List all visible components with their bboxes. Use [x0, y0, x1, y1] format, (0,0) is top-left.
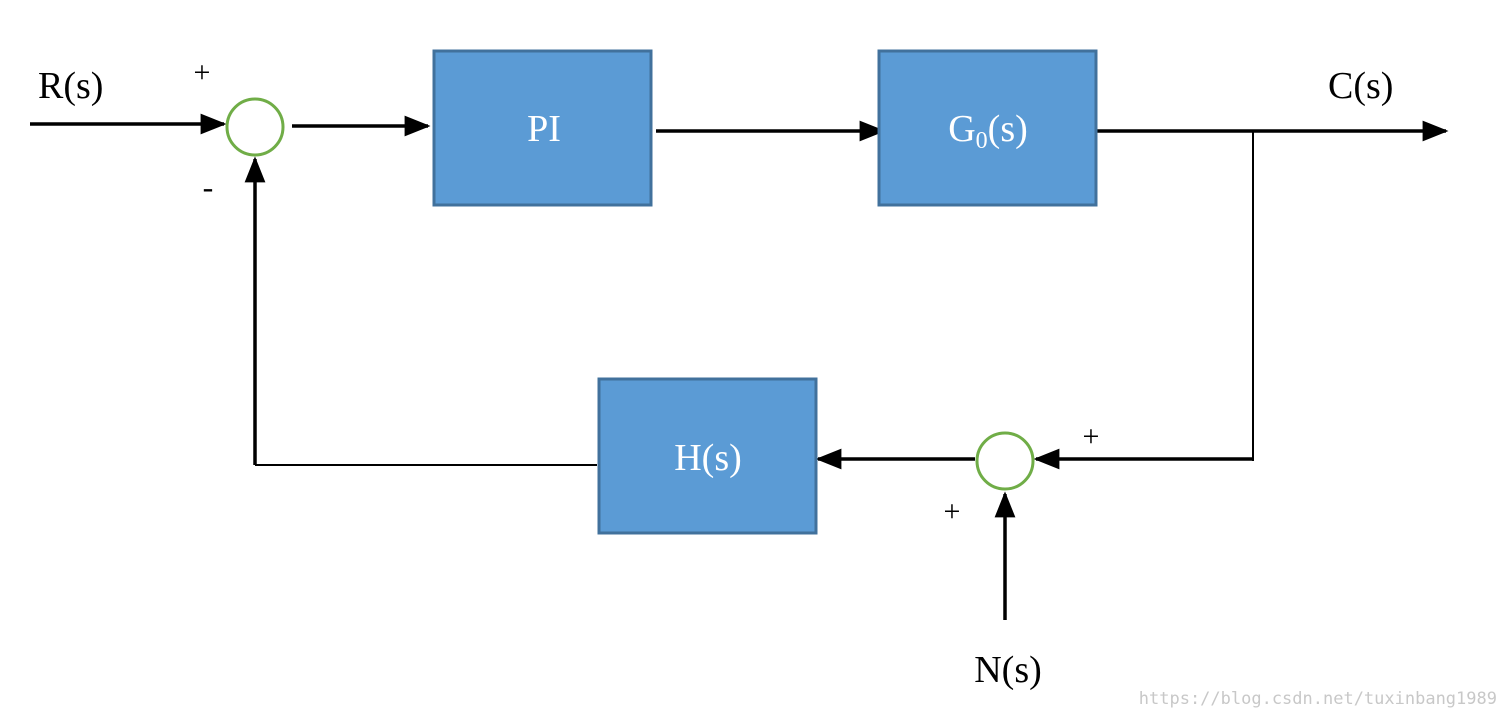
pi-block — [432, 49, 653, 207]
main-junction-plus-sign: + — [194, 56, 211, 89]
watermark: https://blog.csdn.net/tuxinbang1989 — [1139, 689, 1497, 709]
plant-block — [877, 49, 1098, 207]
noise-summing-junction — [975, 431, 1035, 491]
signal-lines — [30, 113, 1449, 620]
plant-label-subscript: 0 — [976, 128, 988, 154]
main-junction-minus-sign: - — [203, 169, 214, 205]
feedback-block — [597, 377, 818, 535]
noise-signal-label: N(s) — [974, 649, 1042, 691]
noise-junction-bottom-plus-sign: + — [944, 495, 961, 528]
output-signal-label: C(s) — [1328, 65, 1393, 107]
plant-block-label: G0(s) — [948, 108, 1028, 154]
feedback-block-label: H(s) — [674, 437, 742, 479]
plant-label-tail: (s) — [988, 108, 1028, 150]
pi-block-label: PI — [527, 108, 561, 150]
input-signal-label: R(s) — [38, 65, 103, 107]
plant-label-main: G — [948, 108, 975, 150]
main-summing-junction — [225, 97, 285, 157]
noise-junction-right-plus-sign: + — [1083, 420, 1100, 453]
